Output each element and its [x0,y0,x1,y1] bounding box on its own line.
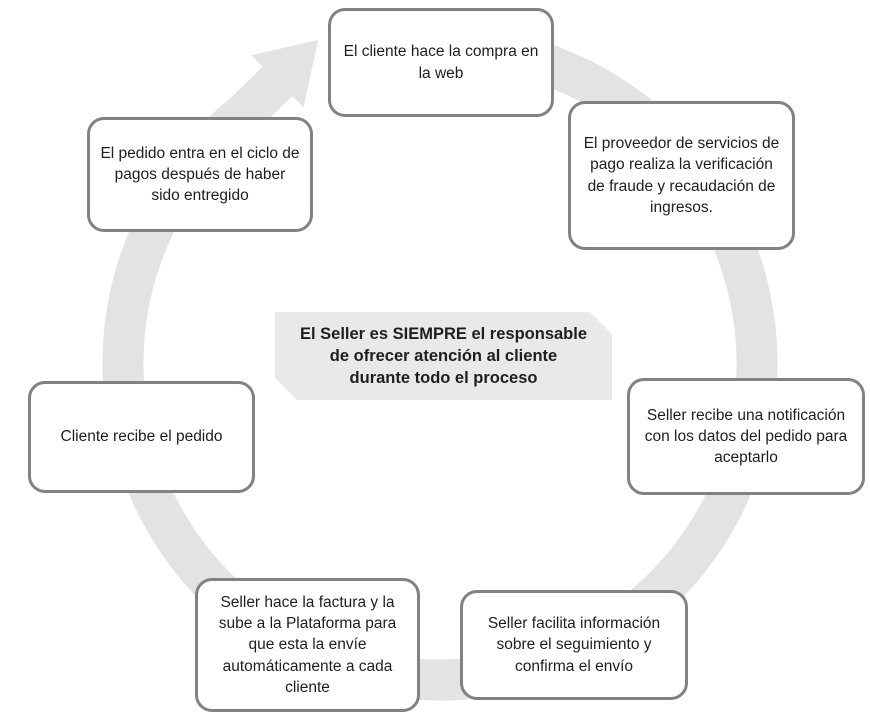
center-note-line: durante todo el proceso [349,369,538,388]
step-label: Cliente recibe el pedido [60,428,223,446]
step-box-factura-plataforma: Seller hace la factura y la sube a la Pl… [195,578,420,712]
step-box-ciclo-pagos: El pedido entra en el ciclo de pagos des… [87,117,313,232]
step-label: El proveedor de servicios de pago realiz… [583,135,780,216]
step-box-cliente-recibe: Cliente recibe el pedido [28,381,255,493]
center-note-line: de ofrecer atención al cliente [329,346,558,365]
center-note-line: El Seller es SIEMPRE el responsable [299,324,588,343]
step-label: Seller hace la factura y la sube a la Pl… [218,594,397,696]
step-label: Seller facilita información sobre el seg… [487,615,661,675]
step-box-compra-web: El cliente hace la compra en la web [328,8,554,117]
step-label: El pedido entra en el ciclo de pagos des… [100,144,300,205]
step-label: Seller recibe una notificación con los d… [644,406,848,467]
center-note-plaque: El Seller es SIEMPRE el responsable de o… [275,312,612,400]
step-box-seguimiento-envio: Seller facilita información sobre el seg… [460,590,688,700]
step-box-notificacion-pedido: Seller recibe una notificación con los d… [627,378,865,495]
step-label: El cliente hace la compra en la web [343,43,539,82]
step-box-proveedor-pago: El proveedor de servicios de pago realiz… [568,101,795,250]
